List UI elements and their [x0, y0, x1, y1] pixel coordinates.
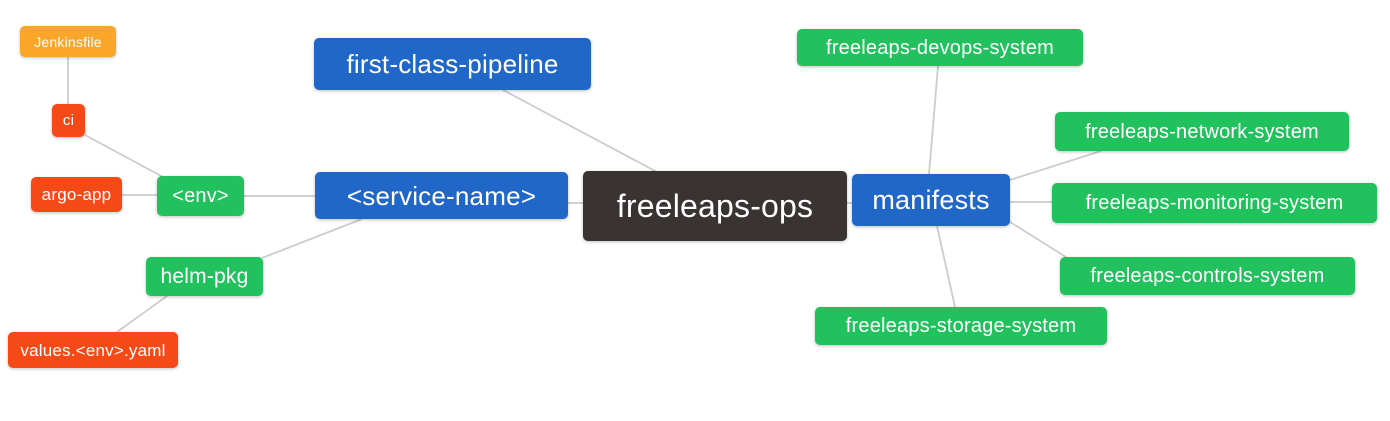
edge-manifests-freeleaps-storage-system [936, 225, 956, 308]
node-argo-app[interactable]: argo-app [31, 177, 122, 212]
node-ci[interactable]: ci [52, 104, 85, 137]
node-freeleaps-devops-system[interactable]: freeleaps-devops-system [797, 29, 1083, 66]
edge-freeleaps-ops-first-class-pipeline [502, 89, 658, 173]
node-freeleaps-controls-system[interactable]: freeleaps-controls-system [1060, 257, 1355, 295]
edge-manifests-freeleaps-controls-system [1009, 221, 1067, 258]
node-freeleaps-ops[interactable]: freeleaps-ops [583, 171, 847, 241]
edge-manifests-freeleaps-devops-system [928, 65, 939, 175]
node-values-env-yaml[interactable]: values.<env>.yaml [8, 332, 178, 368]
node-service-name[interactable]: <service-name> [315, 172, 568, 219]
node-freeleaps-network-system[interactable]: freeleaps-network-system [1055, 112, 1349, 151]
node-env[interactable]: <env> [157, 176, 244, 216]
edge-env-ci [84, 134, 164, 178]
node-freeleaps-monitoring-system[interactable]: freeleaps-monitoring-system [1052, 183, 1377, 223]
node-jenkinsfile[interactable]: Jenkinsfile [20, 26, 116, 57]
edge-service-name-helm-pkg [261, 218, 363, 259]
node-first-class-pipeline[interactable]: first-class-pipeline [314, 38, 591, 90]
node-helm-pkg[interactable]: helm-pkg [146, 257, 263, 296]
edge-helm-pkg-values-env-yaml [116, 295, 168, 333]
node-manifests[interactable]: manifests [852, 174, 1010, 226]
edge-manifests-freeleaps-network-system [1009, 150, 1102, 181]
node-freeleaps-storage-system[interactable]: freeleaps-storage-system [815, 307, 1107, 345]
